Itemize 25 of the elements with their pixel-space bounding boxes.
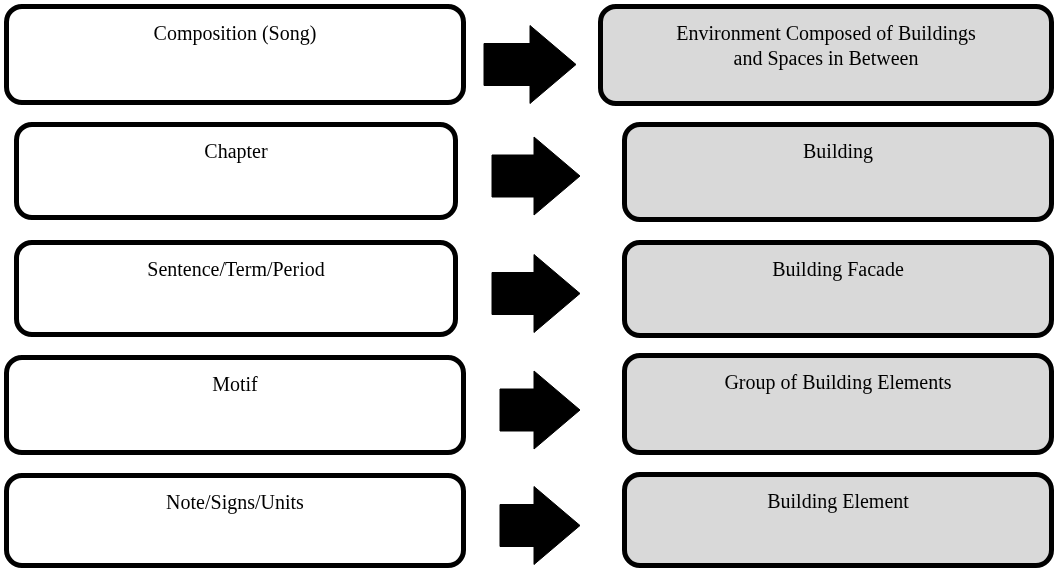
music-box <box>4 473 466 568</box>
block-arrow <box>499 370 581 450</box>
block-arrow <box>483 25 577 104</box>
architecture-box <box>622 353 1054 455</box>
box-label: Sentence/Term/Period <box>147 257 325 282</box>
box-label: Building Facade <box>772 257 904 282</box>
box-label: Building <box>803 139 873 164</box>
music-box <box>14 240 458 337</box>
music-box <box>4 355 466 455</box>
box-label: Chapter <box>204 139 268 164</box>
architecture-box <box>598 4 1054 106</box>
music-box <box>4 4 466 105</box>
box-label: Composition (Song) <box>153 21 317 46</box>
box-label: Building Element <box>767 489 909 514</box>
architecture-box <box>622 122 1054 222</box>
music-box <box>14 122 458 220</box>
block-arrow <box>491 254 581 333</box>
box-label: Note/Signs/Units <box>166 490 304 515</box>
block-arrow <box>491 136 581 216</box>
architecture-box <box>622 240 1054 338</box>
architecture-box <box>622 472 1054 568</box>
box-label: Motif <box>212 372 258 397</box>
box-label: Group of Building Elements <box>724 370 952 395</box>
block-arrow <box>499 486 581 565</box>
box-label: Environment Composed of Buildings and Spaces in Between <box>675 21 977 71</box>
